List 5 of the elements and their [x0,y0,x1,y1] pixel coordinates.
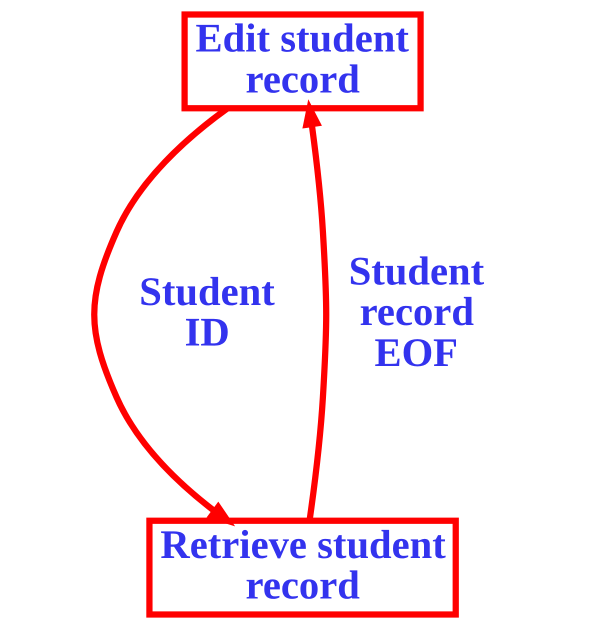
arrow [302,99,329,521]
edge-label: Student record EOF [348,248,484,375]
edge-label: Student ID [138,268,274,354]
node-box: Edit student record [180,11,424,112]
node-box: Retrieve student record [146,518,458,618]
